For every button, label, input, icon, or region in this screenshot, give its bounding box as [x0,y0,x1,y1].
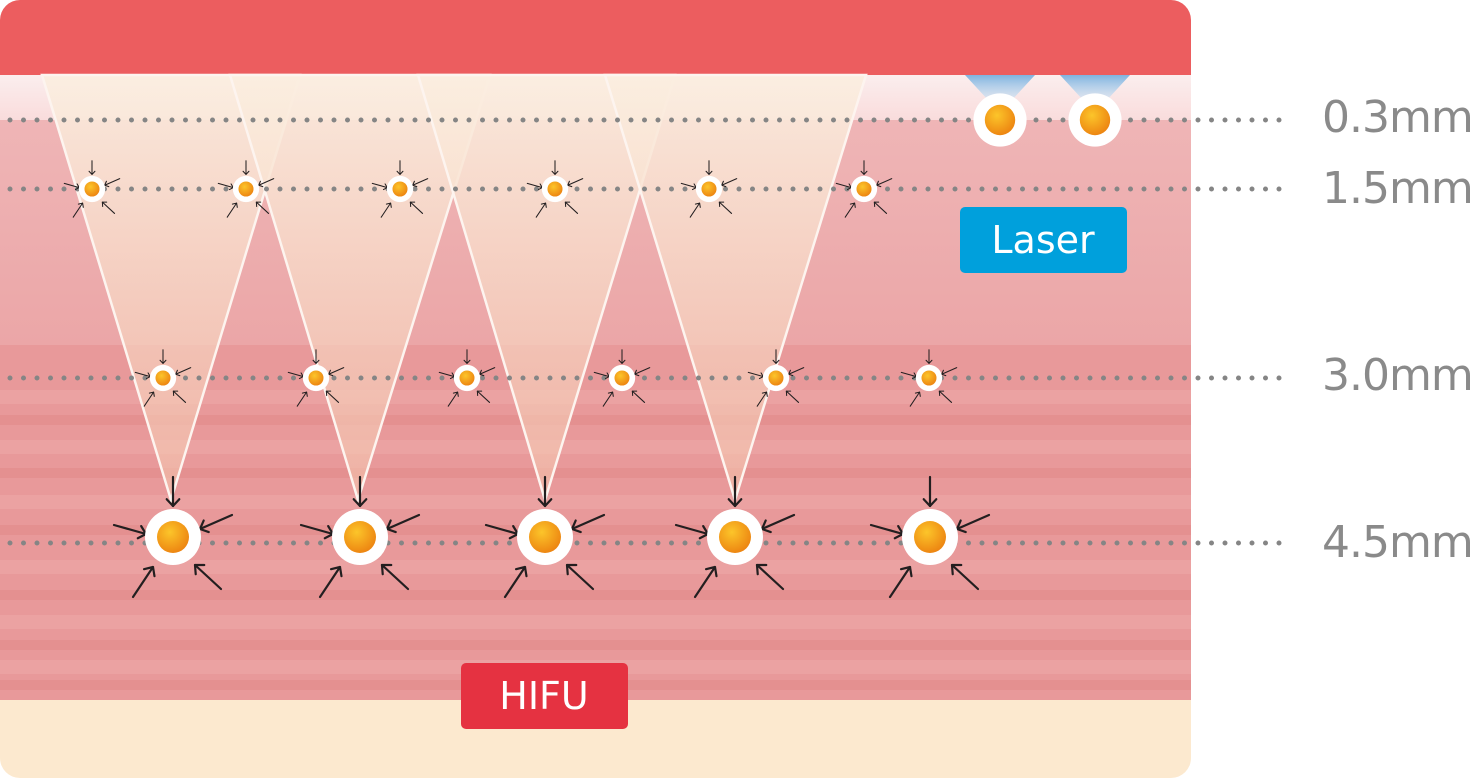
converging-arrows-icon [593,349,651,407]
focal-point-icon [593,349,651,407]
converging-arrows-icon [484,475,606,599]
converging-arrows-icon [835,160,893,218]
smas-stripe [0,440,1191,454]
smas-texture [0,390,1191,690]
converging-arrows-icon [287,349,345,407]
focal-point-icon [1068,93,1122,147]
converging-arrows-icon [299,475,421,599]
converging-arrows-icon [134,349,192,407]
focal-point-icon [835,160,893,218]
smas-stripe [0,495,1191,509]
smas-stripe [0,468,1191,478]
focal-point-icon [134,349,192,407]
laser-emitters [965,75,1130,100]
hifu-beam [228,73,492,505]
smas-stripe [0,415,1191,425]
converging-arrows-icon [526,160,584,218]
hifu-beam [416,73,677,505]
depth-label-3-0mm: 3.0mm [1322,350,1473,401]
focal-point-icon [973,93,1027,147]
focal-point-icon [526,160,584,218]
focal-point-icon [438,349,496,407]
focal-point-icon [680,160,738,218]
focal-point-icon [900,349,958,407]
focal-point-icon [217,160,275,218]
converging-arrows-icon [112,475,234,599]
smas-stripe [0,615,1191,629]
smas-stripe [0,560,1191,574]
hifu-beam [603,73,868,505]
depth-label-0-3mm: 0.3mm [1322,92,1473,143]
smas-stripe [0,525,1191,535]
focal-point-icon [371,160,429,218]
depth-label-1-5mm: 1.5mm [1322,163,1473,214]
focal-points [63,93,1122,599]
focal-point-icon [747,349,805,407]
laser-badge-label: Laser [991,218,1095,262]
laser-badge: Laser [960,207,1127,273]
focal-point-icon [112,475,234,599]
focal-point-icon [63,160,121,218]
converging-arrows-icon [217,160,275,218]
hifu-badge: HIFU [461,663,628,729]
focal-point-icon [287,349,345,407]
hifu-badge-label: HIFU [499,674,588,718]
focal-point-icon [299,475,421,599]
converging-arrows-icon [438,349,496,407]
laser-beam-icon [965,75,1035,100]
epidermis-top-band [0,0,1191,75]
smas-stripe [0,390,1191,404]
focal-point-icon [484,475,606,599]
converging-arrows-icon [869,475,991,599]
converging-arrows-icon [900,349,958,407]
focal-point-icon [869,475,991,599]
smas-stripe [0,640,1191,650]
converging-arrows-icon [747,349,805,407]
smas-stripe [0,590,1191,600]
focal-point-icon [674,475,796,599]
laser-beam-icon [1060,75,1130,100]
converging-arrows-icon [371,160,429,218]
depth-label-4-5mm: 4.5mm [1322,517,1473,568]
converging-arrows-icon [63,160,121,218]
